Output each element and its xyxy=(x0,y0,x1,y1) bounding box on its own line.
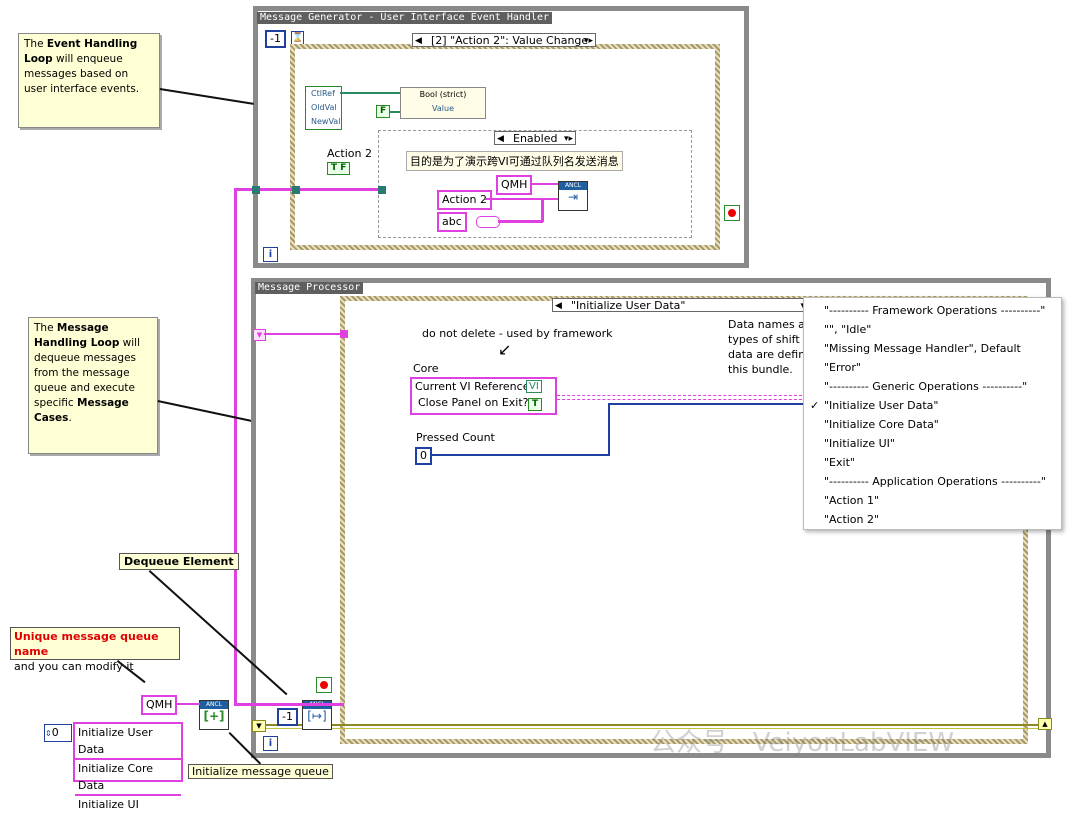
iteration-terminal-top: i xyxy=(263,247,278,262)
shift-register-right-bottom[interactable]: ▲ xyxy=(1038,718,1052,730)
shift-register-left-bottom[interactable]: ▼ xyxy=(252,720,266,732)
menu-item[interactable]: "", "Idle" xyxy=(804,320,1061,339)
format-node[interactable] xyxy=(476,216,500,228)
unique-name-note: Unique message queue name and you can mo… xyxy=(10,627,180,673)
event-data-ctlref: CtlRef xyxy=(311,89,335,98)
action2-label: Action 2 xyxy=(327,147,372,160)
menu-item[interactable]: "---------- Framework Operations -------… xyxy=(804,301,1061,320)
timeout-constant[interactable]: -1 xyxy=(265,30,286,48)
data-names-note: Data names a types of shift data are def… xyxy=(728,318,806,376)
menu-item[interactable]: "---------- Generic Operations ---------… xyxy=(804,377,1061,396)
event-case-selector[interactable]: ◀ [2] "Action 2": Value Change ▾▸ xyxy=(412,33,596,47)
property-node[interactable]: Bool (strict) Value xyxy=(400,87,486,119)
menu-item[interactable]: "Error" xyxy=(804,358,1061,377)
close-panel-bool: T xyxy=(528,398,543,411)
menu-item-label: "", "Idle" xyxy=(824,323,872,336)
index-spinner-icon: ⇕ xyxy=(45,729,52,738)
array-item-2: Initialize UI xyxy=(78,798,139,811)
menu-item-label: "Initialize User Data" xyxy=(824,399,939,412)
dequeue-icon: [↦] xyxy=(307,709,327,723)
menu-item-label: "Initialize Core Data" xyxy=(824,418,939,431)
menu-item-label: "Exit" xyxy=(824,456,855,469)
event-data-node[interactable]: CtlRef OldVal NewVal xyxy=(305,86,342,130)
value-label: Value xyxy=(432,104,454,113)
enqueue-message-vi[interactable]: ANCL ⇥ xyxy=(558,181,588,211)
initialize-queue-vi[interactable]: ANCL [+] xyxy=(199,700,229,730)
menu-item[interactable]: "Initialize UI" xyxy=(804,434,1061,453)
event-data-oldval: OldVal xyxy=(311,103,337,112)
shift-register-left-top[interactable]: ▼ xyxy=(253,329,266,341)
init-queue-icon: [+] xyxy=(203,709,225,723)
case-dropdown-icon[interactable]: ▾▸ xyxy=(563,134,573,144)
core-vi-ref: Current VI Reference xyxy=(415,380,530,393)
menu-item[interactable]: "Action 1" xyxy=(804,491,1061,510)
menu-item[interactable]: ✓ "Initialize User Data" xyxy=(804,396,1061,415)
iteration-terminal-bottom: i xyxy=(263,736,278,751)
qmh-constant-top[interactable]: QMH xyxy=(496,175,533,195)
menu-item[interactable]: "---------- Application Operations -----… xyxy=(804,472,1061,491)
stop-button-top[interactable] xyxy=(724,205,740,221)
event-data-newval: NewVal xyxy=(311,117,341,126)
message-array-constant[interactable]: Initialize User Data Initialize Core Dat… xyxy=(73,722,183,811)
init-queue-label: Initialize message queue xyxy=(188,764,333,779)
menu-item-label: "Error" xyxy=(824,361,861,374)
pressed-count-constant[interactable]: 0 xyxy=(415,447,432,465)
processor-loop-title: Message Processor xyxy=(255,282,364,294)
bool-strict-label: Bool (strict) xyxy=(419,90,467,99)
generator-loop-title: Message Generator - User Interface Event… xyxy=(257,12,552,24)
menu-item-label: "---------- Generic Operations ---------… xyxy=(824,380,1028,393)
stop-button-bottom[interactable] xyxy=(316,677,332,693)
menu-item[interactable]: "Missing Message Handler", Default xyxy=(804,339,1061,358)
dropdown-arrow-icon[interactable]: ▾▸ xyxy=(583,36,593,46)
menu-item-label: "Action 1" xyxy=(824,494,880,507)
prev-arrow-icon[interactable]: ◀ xyxy=(415,36,422,46)
menu-item-label: "Initialize UI" xyxy=(824,437,895,450)
inner-case-selector[interactable]: ◀ Enabled ▾▸ xyxy=(494,131,576,145)
cluster-wire xyxy=(557,395,807,400)
case-dropdown-menu[interactable]: "---------- Framework Operations -------… xyxy=(803,297,1062,530)
menu-item-label: "---------- Framework Operations -------… xyxy=(824,304,1046,317)
menu-item[interactable]: "Exit" xyxy=(804,453,1061,472)
enqueue-icon: ⇥ xyxy=(567,190,579,204)
processor-prev-arrow-icon[interactable]: ◀ xyxy=(555,301,562,311)
framework-comment: do not delete - used by framework xyxy=(422,327,613,340)
processor-dropdown-icon[interactable]: ▾ xyxy=(800,299,805,313)
array-item-1: Initialize Core Data xyxy=(75,760,181,796)
watermark: 公众号 · VeiyonLabVIEW xyxy=(650,728,955,758)
event-loop-note: The Event Handling Loop will enqueue mes… xyxy=(18,33,160,128)
comment-arrow-icon: ↙ xyxy=(498,340,512,359)
dequeue-timeout-constant[interactable]: -1 xyxy=(277,708,298,726)
processor-case-selector[interactable]: ◀ "Initialize User Data" ▾ xyxy=(552,298,808,312)
core-close-panel: Close Panel on Exit? xyxy=(418,396,529,409)
false-constant[interactable]: F xyxy=(376,105,391,118)
menu-item-label: "Missing Message Handler", Default xyxy=(824,342,1021,355)
message-loop-note: The Message Handling Loop will dequeue m… xyxy=(28,317,158,454)
chinese-comment: 目的是为了演示跨VI可通过队列名发送消息 xyxy=(406,151,623,171)
array-index[interactable]: ⇕0 xyxy=(44,724,72,742)
action2-string-constant[interactable]: Action 2 xyxy=(437,190,492,210)
menu-item[interactable]: "Initialize Core Data" xyxy=(804,415,1061,434)
event-note-arrow xyxy=(159,88,254,105)
prev-case-icon[interactable]: ◀ xyxy=(497,134,504,144)
message-note-arrow xyxy=(157,400,254,423)
action2-indicator[interactable]: T F xyxy=(327,162,351,175)
menu-item-label: "Action 2" xyxy=(824,513,880,526)
vi-reference-icon: VI xyxy=(526,380,542,393)
pressed-count-label: Pressed Count xyxy=(416,431,495,444)
qmh-constant-bottom[interactable]: QMH xyxy=(141,695,178,715)
checkmark-icon: ✓ xyxy=(810,399,820,412)
abc-string-constant[interactable]: abc xyxy=(437,212,467,232)
core-label: Core xyxy=(413,362,439,375)
event-structure[interactable] xyxy=(290,44,720,250)
dequeue-element-label: Dequeue Element xyxy=(119,553,239,570)
menu-item-label: "---------- Application Operations -----… xyxy=(824,475,1046,488)
inner-case-structure[interactable] xyxy=(378,130,692,238)
array-item-0: Initialize User Data xyxy=(75,724,181,760)
menu-item[interactable]: "Action 2" xyxy=(804,510,1061,529)
